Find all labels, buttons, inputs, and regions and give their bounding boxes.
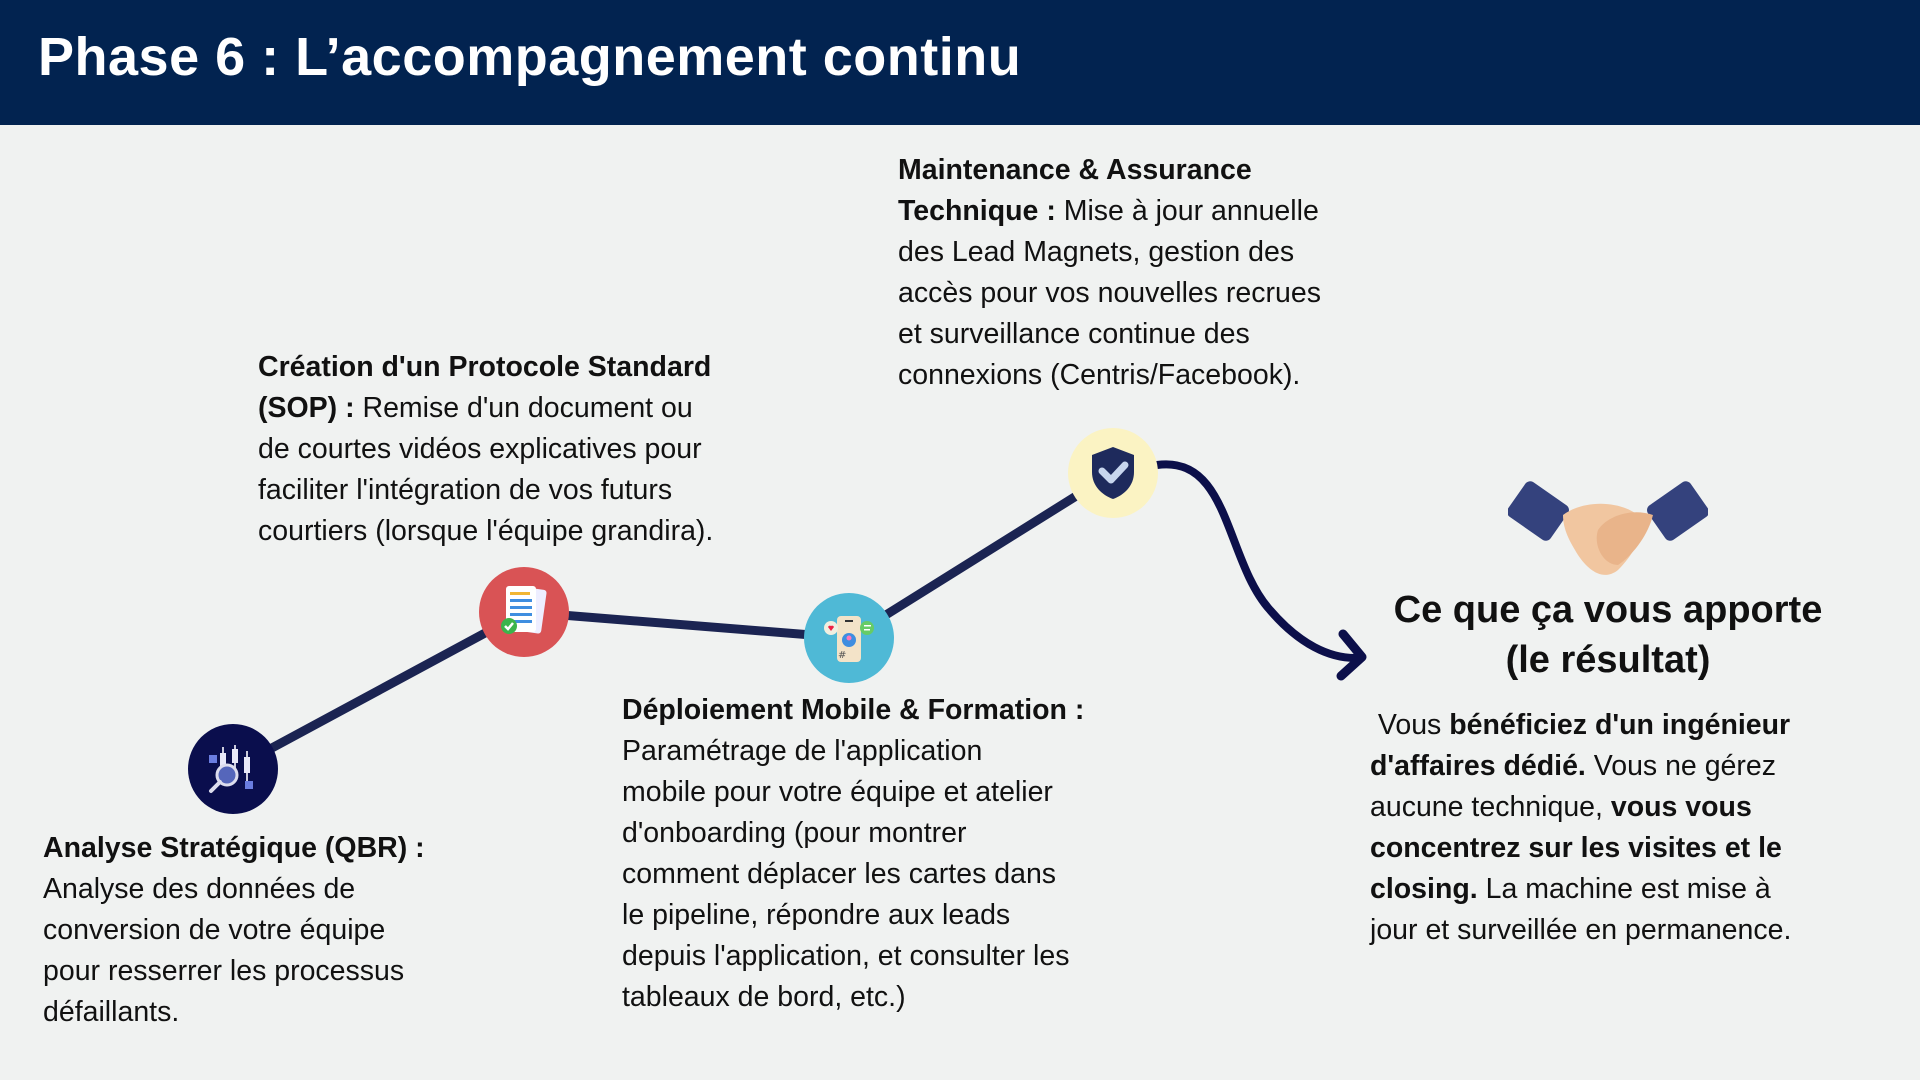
text-line: concentrez sur les visites et le	[1370, 828, 1791, 869]
text: faciliter l'intégration de vos futurs	[258, 474, 673, 506]
text: le pipeline, répondre aux leads	[622, 899, 1011, 931]
bold-text: (SOP) :	[258, 392, 355, 424]
text-line: Paramétrage de l'application	[622, 731, 1084, 772]
bold-text: closing.	[1370, 873, 1478, 905]
text-line: mobile pour votre équipe et atelier	[622, 772, 1084, 813]
text: Analyse des données de	[43, 873, 356, 905]
result-title: Ce que ça vous apporte (le résultat)	[1358, 585, 1858, 685]
text-line: closing. La machine est mise à	[1370, 869, 1791, 910]
shield-check-icon	[1092, 447, 1134, 499]
text: courtiers (lorsque l'équipe grandira).	[258, 515, 714, 547]
text: conversion de votre équipe	[43, 914, 386, 946]
bold-text: bénéficiez d'un ingénieur	[1449, 709, 1791, 741]
step-deploy-text: Déploiement Mobile & Formation : Paramétr…	[622, 690, 1084, 1018]
text: pour resserrer les processus	[43, 955, 405, 987]
text-line: Maintenance & Assurance	[898, 150, 1321, 191]
text: depuis l'application, et consulter les	[622, 940, 1070, 972]
text-line: comment déplacer les cartes dans	[622, 854, 1084, 895]
text-line: le pipeline, répondre aux leads	[622, 895, 1084, 936]
text-line: des Lead Magnets, gestion des	[898, 232, 1321, 273]
bold-text: Déploiement Mobile & Formation :	[622, 694, 1085, 726]
header-bar: Phase 6 : L’accompagnement continu	[0, 0, 1920, 125]
bold-text: Maintenance & Assurance	[898, 154, 1252, 186]
text-line: de courtes vidéos explicatives pour	[258, 429, 713, 470]
bold-text: Technique :	[898, 195, 1056, 227]
text: Mise à jour annuelle	[1055, 195, 1319, 227]
result-title-line1: Ce que ça vous apporte	[1393, 589, 1823, 631]
text: de courtes vidéos explicatives pour	[258, 433, 702, 465]
text-line: d'onboarding (pour montrer	[622, 813, 1084, 854]
bold-text: concentrez sur les visites et le	[1370, 832, 1782, 864]
result-arrow	[1153, 460, 1359, 662]
text: Vous	[1370, 709, 1450, 741]
bold-text: vous vous	[1610, 791, 1752, 823]
text: d'onboarding (pour montrer	[622, 817, 967, 849]
text-line: tableaux de bord, etc.)	[622, 977, 1084, 1018]
text-line: défaillants.	[43, 992, 425, 1033]
text: et surveillance continue des	[898, 318, 1250, 350]
text-line: connexions (Centris/Facebook).	[898, 355, 1321, 396]
text-line: conversion de votre équipe	[43, 910, 425, 951]
result-title-line2: (le résultat)	[1505, 639, 1711, 681]
text-line: (SOP) : Remise d'un document ou	[258, 388, 713, 429]
text-line: aucune technique, vous vous	[1370, 787, 1791, 828]
text: tableaux de bord, etc.)	[622, 981, 906, 1013]
text: mobile pour votre équipe et atelier	[622, 776, 1053, 808]
text-line: courtiers (lorsque l'équipe grandira).	[258, 511, 713, 552]
text: jour et surveillée en permanence.	[1370, 914, 1792, 946]
text: accès pour vos nouvelles recrues	[898, 277, 1321, 309]
mobile-social-icon: #	[824, 616, 874, 662]
text-line: Création d'un Protocole Standard	[258, 347, 713, 388]
text-line: et surveillance continue des	[898, 314, 1321, 355]
chart-analysis-icon	[209, 745, 253, 793]
text-line: Vous bénéficiez d'un ingénieur	[1370, 705, 1791, 746]
node-analyse	[188, 724, 278, 814]
step-analyse-text: Analyse Stratégique (QBR) : Analyse des d…	[43, 828, 425, 1033]
bold-text: Création d'un Protocole Standard	[258, 351, 712, 383]
text: Vous ne gérez	[1585, 750, 1776, 782]
text-line: Déploiement Mobile & Formation :	[622, 690, 1084, 731]
text: Remise d'un document ou	[354, 392, 693, 424]
document-check-icon	[501, 586, 547, 634]
node-creation	[479, 567, 569, 657]
node-deploy: #	[804, 593, 894, 683]
arrow-head	[1336, 629, 1367, 681]
text-line: accès pour vos nouvelles recrues	[898, 273, 1321, 314]
text: connexions (Centris/Facebook).	[898, 359, 1301, 391]
text-line: Analyse Stratégique (QBR) :	[43, 828, 425, 869]
text-line: Technique : Mise à jour annuelle	[898, 191, 1321, 232]
text-line: Analyse des données de	[43, 869, 425, 910]
step-creation-text: Création d'un Protocole Standard (SOP) : …	[258, 347, 713, 552]
text: défaillants.	[43, 996, 180, 1028]
handshake-icon	[1507, 470, 1709, 582]
text-line: faciliter l'intégration de vos futurs	[258, 470, 713, 511]
text-line: pour resserrer les processus	[43, 951, 425, 992]
text: comment déplacer les cartes dans	[622, 858, 1057, 890]
node-maintenance	[1068, 428, 1158, 518]
bold-text: d'affaires dédié.	[1370, 750, 1586, 782]
text-line: jour et surveillée en permanence.	[1370, 910, 1791, 951]
text: La machine est mise à	[1477, 873, 1771, 905]
timeline-line	[230, 469, 1116, 773]
text-line: d'affaires dédié. Vous ne gérez	[1370, 746, 1791, 787]
text: Paramétrage de l'application	[622, 735, 983, 767]
svg-text:#: #	[838, 650, 846, 661]
page-title: Phase 6 : L’accompagnement continu	[38, 27, 1022, 87]
bold-text: Analyse Stratégique (QBR) :	[43, 832, 425, 864]
text-line: depuis l'application, et consulter les	[622, 936, 1084, 977]
text: aucune technique,	[1370, 791, 1611, 823]
text: des Lead Magnets, gestion des	[898, 236, 1295, 268]
